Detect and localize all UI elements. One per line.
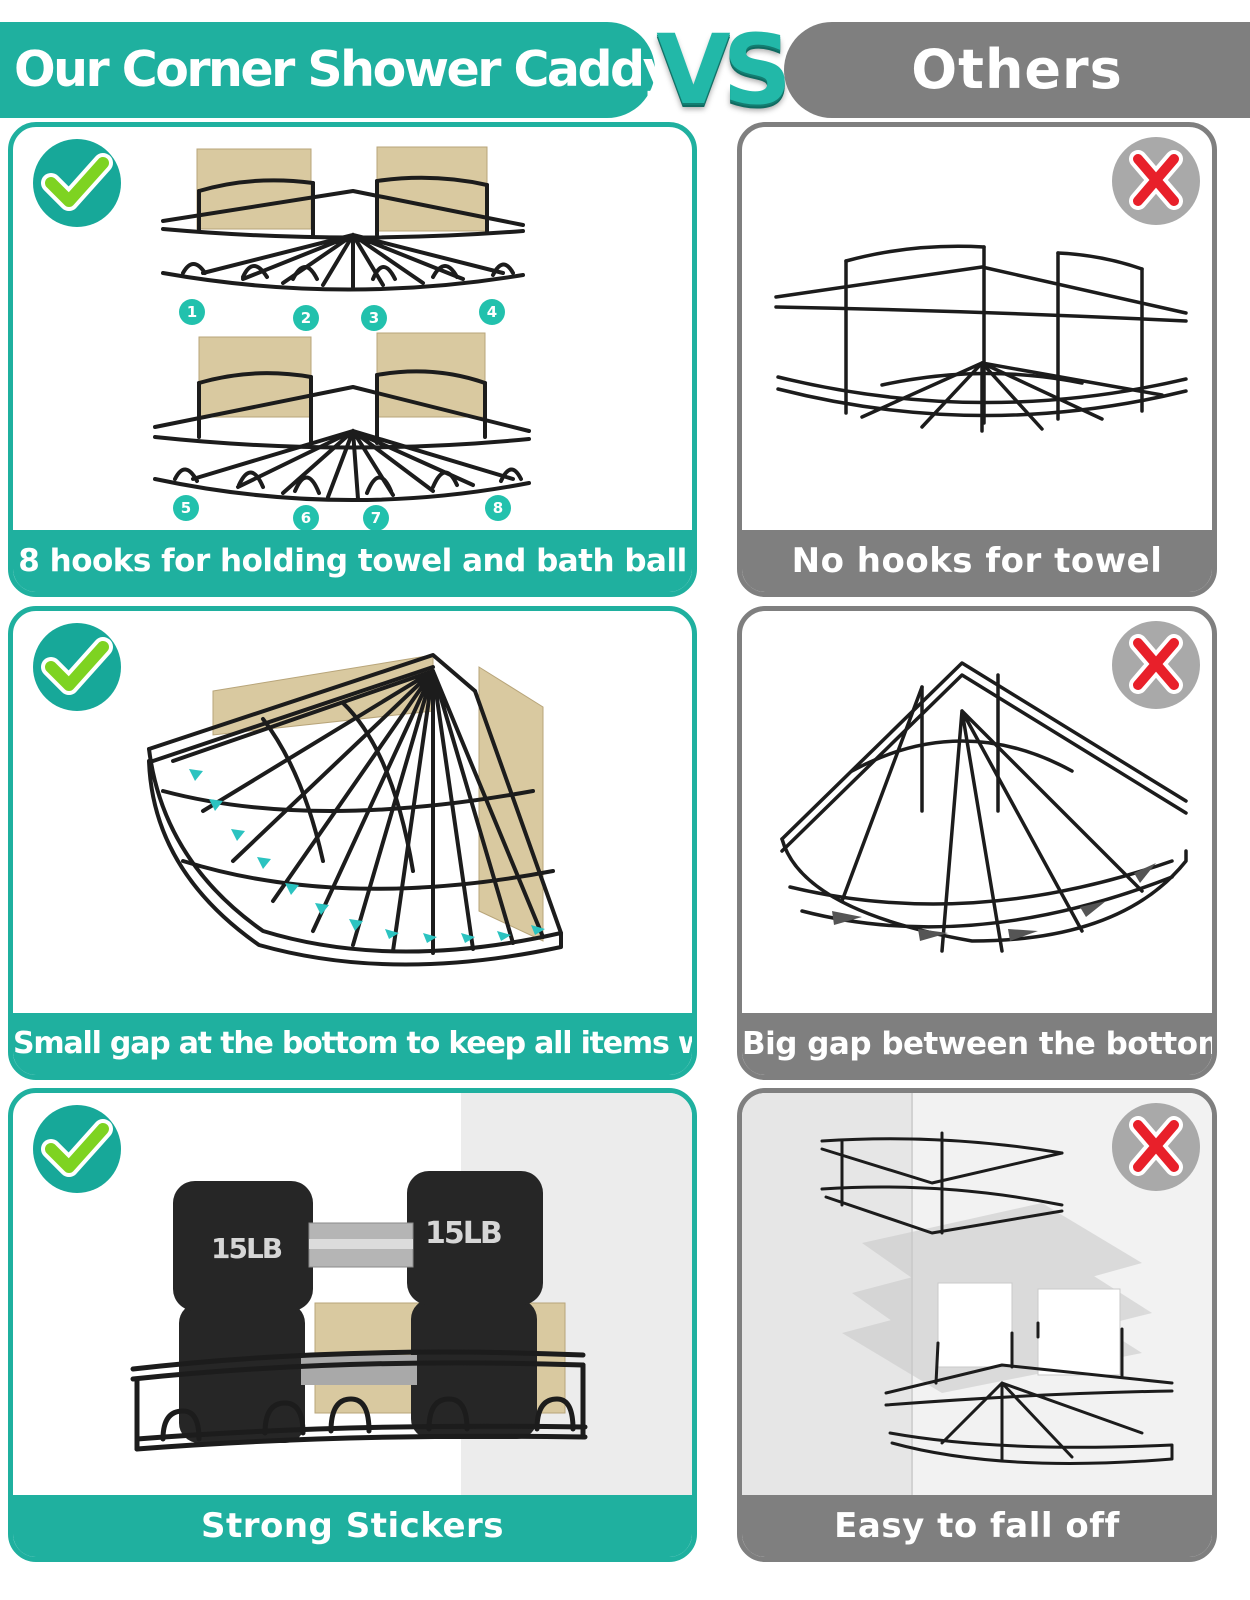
dumbbell-weight-label: 15LB	[211, 1232, 282, 1265]
hook-number: 4	[479, 299, 505, 325]
hook-number: 8	[485, 495, 511, 521]
hook-number: 2	[293, 305, 319, 331]
ours-panel-hooks: 1 2 3 4 5 6 7 8 8 hooks for holding towe…	[8, 122, 697, 597]
check-icon	[31, 137, 123, 229]
dumbbell-weight-label: 15LB	[425, 1216, 501, 1251]
hook-number: 1	[179, 299, 205, 325]
ours-caption-gap: Small gap at the bottom to keep all item…	[13, 1013, 692, 1075]
ours-caption-hooks: 8 hooks for holding towel and bath ball	[13, 530, 692, 592]
check-icon	[31, 1103, 123, 1195]
ours-header-title: Our Corner Shower Caddy	[14, 41, 675, 98]
caddy-holding-dumbbells-image: 15LB 15LB	[130, 1093, 692, 1503]
vs-label: VS	[656, 14, 791, 126]
hook-number: 5	[173, 495, 199, 521]
others-panel-hooks: No hooks for towel	[737, 122, 1217, 597]
others-header: Others	[784, 22, 1250, 118]
caddy-falling-off-image	[742, 1093, 1212, 1503]
hook-number: 6	[293, 505, 319, 531]
ours-panel-stickers: 15LB 15LB Strong Stickers	[8, 1088, 697, 1562]
hook-number: 3	[361, 305, 387, 331]
ours-caption-stickers: Strong Stickers	[13, 1495, 692, 1557]
caddy-small-gap-image	[147, 653, 563, 967]
others-caption-hooks: No hooks for towel	[742, 530, 1212, 592]
ours-panel-gap: Small gap at the bottom to keep all item…	[8, 606, 697, 1080]
ours-header: Our Corner Shower Caddy	[0, 22, 675, 118]
corner-caddy-no-hooks-image	[774, 244, 1188, 433]
others-caption-stickers: Easy to fall off	[742, 1495, 1212, 1557]
corner-caddy-with-hooks-image	[153, 146, 531, 503]
cross-icon	[1110, 619, 1202, 711]
others-header-title: Others	[911, 38, 1123, 101]
others-caption-gap: Big gap between the bottom	[742, 1013, 1212, 1075]
check-icon	[31, 621, 123, 713]
cross-icon	[1110, 1101, 1202, 1193]
others-panel-stickers: Easy to fall off	[737, 1088, 1217, 1562]
others-panel-gap: Big gap between the bottom	[737, 606, 1217, 1080]
hook-number: 7	[363, 505, 389, 531]
cross-icon	[1110, 135, 1202, 227]
caddy-big-gap-image	[780, 661, 1188, 953]
